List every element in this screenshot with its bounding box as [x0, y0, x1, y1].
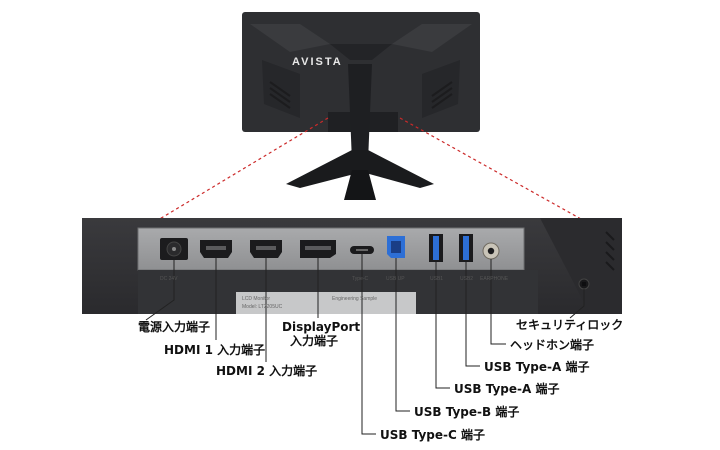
callout-hdmi2: HDMI 2 入力端子: [216, 364, 318, 378]
sticker-line2: Model: LT2205UC: [242, 304, 283, 310]
callout-headphone: ヘッドホン端子: [510, 338, 595, 352]
port-panel: [82, 218, 622, 314]
usb-a2-port: [459, 234, 473, 262]
usb-b-port: [387, 236, 405, 258]
label-usb2: USB2: [460, 276, 474, 282]
usb-a1-port: [429, 234, 443, 262]
monitor-stand: [286, 64, 434, 200]
leader-headphone: [490, 259, 506, 345]
label-dc: DC 24V: [160, 276, 178, 282]
callout-usb-type-c: USB Type-C 端子: [380, 428, 485, 442]
displayport-port: [300, 240, 336, 258]
sticker-line3: Engineering Sample: [332, 296, 378, 302]
hdmi1-port: [200, 240, 232, 258]
label-usbup: USB UP: [386, 276, 405, 282]
callout-security-lock: セキュリティロック: [516, 318, 624, 332]
callout-usb-type-a-1: USB Type-A 端子: [454, 382, 560, 396]
label-usb1: USB1: [430, 276, 444, 282]
callout-displayport-line1: DisplayPort: [282, 320, 361, 334]
sticker-line1: LCD Monitor: [242, 296, 271, 302]
label-typec: Type-C: [352, 276, 369, 282]
product-sticker: [236, 292, 416, 314]
label-earphone: EARPHONE: [480, 276, 509, 282]
leader-usb-a2: [465, 262, 480, 367]
hdmi2-port: [250, 240, 282, 258]
monitor-brand-logo: AVISTA: [292, 56, 343, 68]
callout-displayport-line2: 入力端子: [290, 334, 339, 348]
zoom-guides: [147, 117, 591, 227]
leader-usb-a1: [435, 262, 450, 389]
vent-left: [269, 81, 291, 109]
callout-usb-type-b: USB Type-B 端子: [414, 405, 520, 419]
leader-power: [145, 260, 175, 321]
leader-usb-c: [361, 254, 376, 435]
usb-c-port: [350, 246, 374, 254]
vent-right: [431, 81, 453, 109]
callout-hdmi1: HDMI 1 入力端子: [164, 343, 266, 357]
callout-power-input: 電源入力端子: [138, 320, 211, 334]
dc-power-port: [160, 238, 188, 260]
leader-usb-b: [395, 258, 410, 412]
leader-security: [569, 289, 585, 319]
headphone-port: [482, 242, 500, 260]
leader-lines: [145, 254, 585, 435]
security-lock-slot: [578, 278, 590, 290]
callout-usb-type-a-2: USB Type-A 端子: [484, 360, 590, 374]
